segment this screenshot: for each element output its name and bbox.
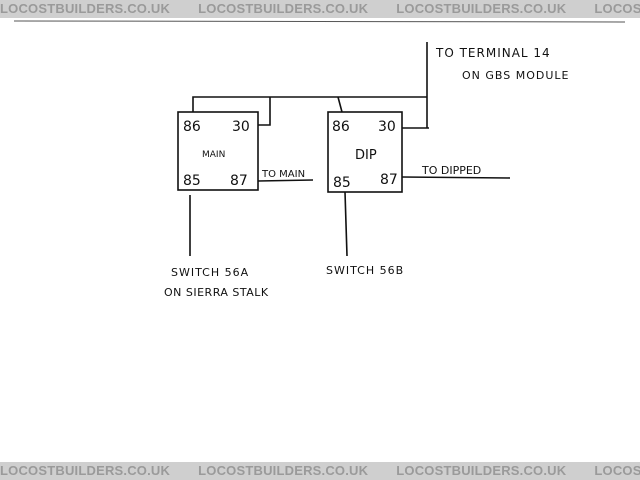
terminal-label-2: ON GBS MODULE xyxy=(462,69,570,82)
dip-pin-85: 85 xyxy=(333,175,351,191)
switch-56b-label: SWITCH 56B xyxy=(326,264,404,277)
paper-edge xyxy=(13,20,626,23)
dip-86-wire xyxy=(337,96,343,113)
dip-87-wire xyxy=(401,176,511,179)
main-pin-30: 30 xyxy=(232,119,250,135)
relay-main-box xyxy=(177,111,259,191)
to-dipped-label: TO DIPPED xyxy=(421,164,481,177)
dip-pin-87: 87 xyxy=(380,172,398,188)
dip-relay-label: DIP xyxy=(355,148,377,163)
main-relay-label: MAIN xyxy=(202,150,225,160)
sierra-stalk-label: ON SIERRA STALK xyxy=(164,286,269,299)
watermark-text: LOCOSTBUILDERS.CO.UK xyxy=(396,463,567,478)
dip-85-wire xyxy=(344,191,348,257)
dip-pin-30: 30 xyxy=(378,119,396,135)
main-pin-85: 85 xyxy=(183,173,201,189)
watermark-text: LOCOSTBUILDERS.CO.UK xyxy=(594,1,640,16)
watermark-text: LOCOSTBUILDERS.CO.UK xyxy=(0,1,171,16)
main-30-wire xyxy=(258,97,271,126)
feed-bus-wire xyxy=(192,96,427,112)
main-87-wire xyxy=(257,179,314,182)
main-pin-87: 87 xyxy=(230,173,248,189)
watermark-text: LOCOSTBUILDERS.CO.UK xyxy=(0,463,171,478)
watermark-text: LOCOSTBUILDERS.CO.UK xyxy=(198,463,369,478)
watermark-band-bottom: LOCOSTBUILDERS.CO.UK LOCOSTBUILDERS.CO.UK… xyxy=(0,462,640,480)
to-main-label: TO MAIN xyxy=(261,169,305,180)
watermark-text: LOCOSTBUILDERS.CO.UK xyxy=(594,463,640,478)
main-pin-86: 86 xyxy=(183,119,201,135)
relay-dip-box xyxy=(327,111,403,193)
terminal-label-1: TO TERMINAL 14 xyxy=(435,46,551,60)
watermark-band-top: LOCOSTBUILDERS.CO.UK LOCOSTBUILDERS.CO.UK… xyxy=(0,0,640,18)
watermark-text: LOCOSTBUILDERS.CO.UK xyxy=(396,1,567,16)
watermark-text: LOCOSTBUILDERS.CO.UK xyxy=(198,1,369,16)
switch-56a-label: SWITCH 56A xyxy=(171,266,249,279)
dip-pin-86: 86 xyxy=(332,119,350,135)
